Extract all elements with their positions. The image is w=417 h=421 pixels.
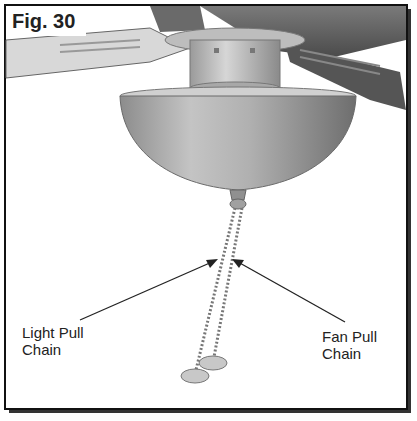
callout-label: Light Pull Chain bbox=[22, 324, 100, 359]
figure-number: Fig. 30 bbox=[12, 10, 84, 33]
fan-pull-chain bbox=[214, 208, 242, 357]
screw bbox=[214, 48, 219, 53]
arrowhead bbox=[232, 259, 244, 268]
blade-bracket bbox=[60, 40, 140, 52]
leader-line bbox=[80, 262, 212, 320]
chain-pendant bbox=[199, 356, 227, 370]
fan-blade bbox=[150, 6, 205, 32]
callout-label: Fan Pull Chain bbox=[322, 328, 402, 363]
frame bbox=[5, 5, 407, 409]
switch-housing bbox=[190, 40, 280, 88]
arrowhead bbox=[206, 259, 218, 268]
finial bbox=[230, 199, 246, 209]
screw bbox=[250, 48, 255, 53]
figure-label-ground bbox=[6, 6, 86, 36]
leader-line bbox=[238, 262, 345, 322]
chain-pendant bbox=[181, 369, 209, 383]
glass-bowl bbox=[120, 96, 356, 190]
blade-bracket bbox=[300, 50, 380, 74]
